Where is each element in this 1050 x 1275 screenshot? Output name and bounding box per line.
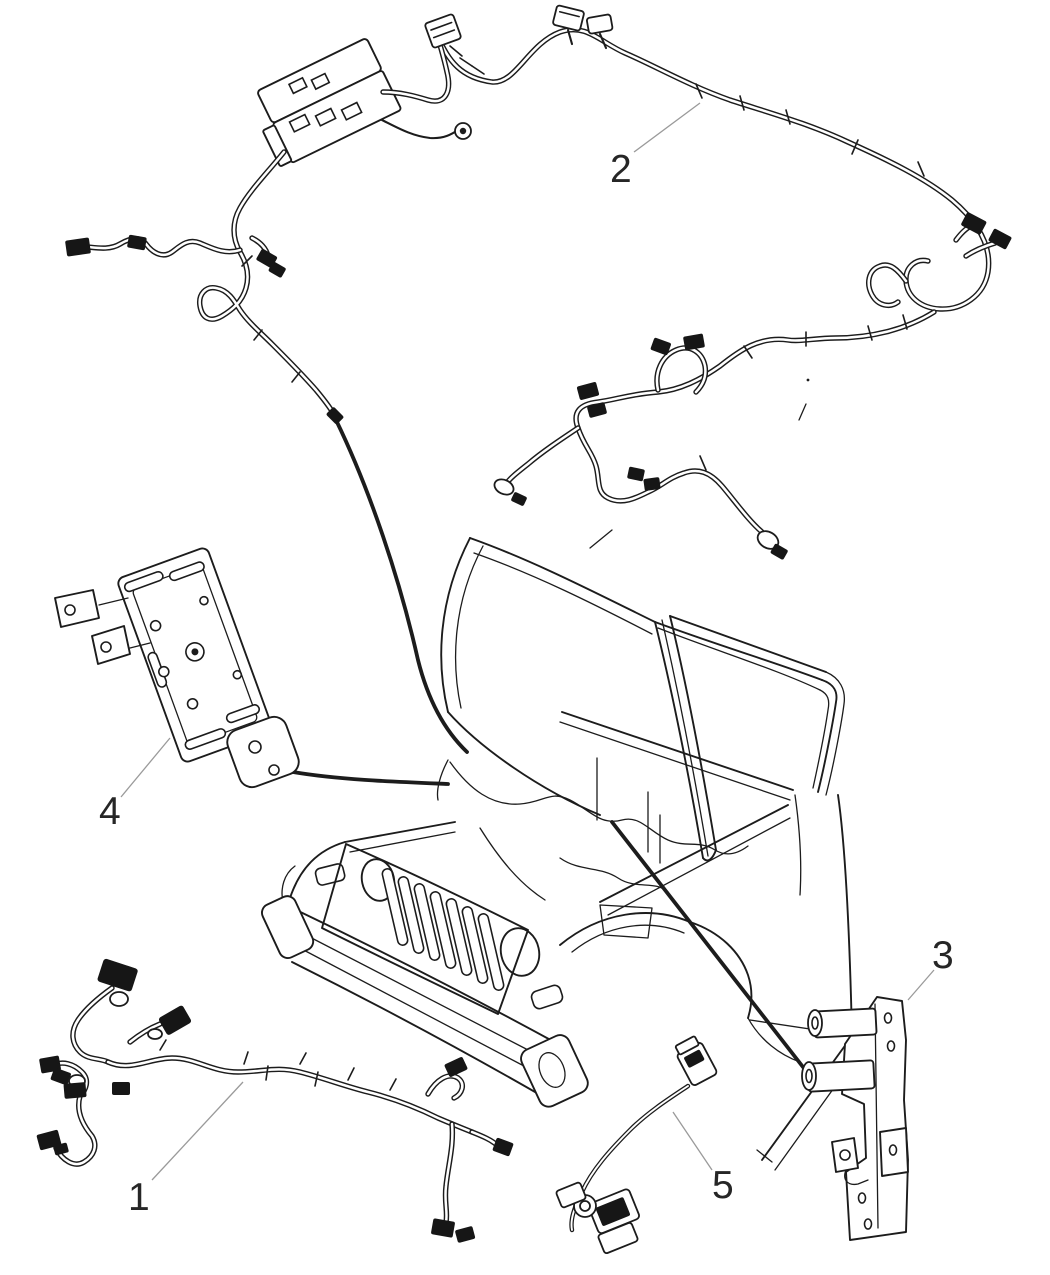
harness2-connectors	[65, 4, 1012, 560]
wiring-harness-2	[65, 4, 1012, 560]
leader-line-1	[151, 1081, 244, 1181]
bumper-end-cap-left	[261, 895, 315, 959]
callout-label-5: 5	[712, 1164, 734, 1207]
callouts: 1 2 3 4 5	[99, 102, 954, 1219]
harness1-tubes	[49, 985, 501, 1225]
bracket3-standoff-lower	[806, 1059, 876, 1093]
callout-label-2: 2	[610, 148, 632, 191]
pointer-line-bracket4-to-cowl	[291, 770, 450, 786]
a-pillar-and-door-frame	[654, 403, 846, 862]
bracket4-ear-upper	[54, 589, 100, 628]
front-bumper	[261, 895, 589, 1108]
bracket-4	[54, 547, 300, 789]
bracket4-foot	[226, 715, 300, 789]
engine-bay-dash	[436, 759, 749, 939]
pointer-line-harness2-to-dash	[334, 418, 469, 754]
wiring-pigtail-5	[555, 1035, 718, 1255]
stray-dot	[806, 378, 810, 382]
callout-label-4: 4	[99, 790, 121, 833]
leader-line-4	[120, 737, 171, 798]
bracket-3	[801, 996, 909, 1241]
leader-line-3	[907, 969, 935, 1001]
callout-label-1: 1	[128, 1176, 150, 1219]
harness1-clips	[159, 1039, 397, 1091]
windshield	[440, 529, 661, 864]
harness1-connectors	[36, 958, 514, 1243]
body-belt-line	[559, 711, 853, 1036]
right-fender	[530, 912, 801, 1063]
right-headlamp	[499, 927, 541, 977]
bumper-end-cap-right	[520, 1034, 589, 1108]
right-marker-lamp	[530, 984, 564, 1010]
leader-line-2	[633, 102, 701, 153]
cowl-and-left-fender	[281, 821, 456, 904]
wiring-harness-1	[36, 958, 514, 1243]
harness2-ticks	[241, 45, 925, 471]
power-distribution-box	[257, 38, 402, 167]
pointer-line-dash-to-bracket3	[610, 820, 812, 1078]
callout-label-3: 3	[932, 934, 954, 977]
left-marker-lamp	[314, 863, 346, 886]
grille	[321, 843, 529, 1015]
leader-line-5	[672, 1111, 713, 1171]
harness2-tubes	[85, 27, 998, 535]
vehicle-jeep-front-end	[261, 403, 865, 1171]
